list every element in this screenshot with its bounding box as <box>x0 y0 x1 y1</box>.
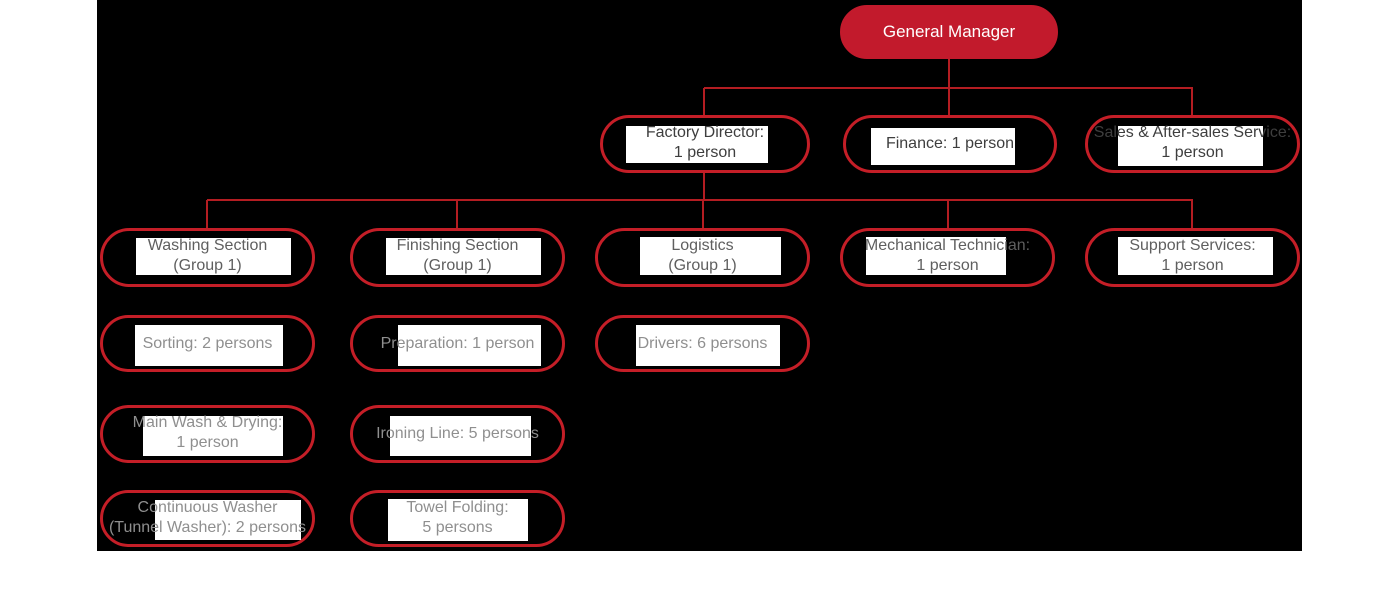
connector-line <box>702 200 704 228</box>
label-highlight <box>136 238 291 275</box>
node-mechanical-technician: Mechanical Technician: 1 person <box>840 228 1055 287</box>
node-label: Finance: 1 person <box>801 134 1099 154</box>
node-label: Support Services: 1 person <box>1043 236 1342 276</box>
label-line-1: Finance: 1 person <box>885 135 1015 152</box>
node-support-services: Support Services: 1 person <box>1085 228 1300 287</box>
label-line-1: Logistics <box>671 237 734 254</box>
label-highlight <box>866 237 1006 275</box>
connector-line <box>703 88 705 115</box>
label-highlight <box>155 500 301 540</box>
label-line-2: (Group 1) <box>173 257 242 274</box>
node-label: Ironing Line: 5 persons <box>308 424 607 444</box>
label-line-2: (Group 1) <box>423 257 492 274</box>
label-line-1: Finishing Section <box>396 237 519 254</box>
node-label: Factory Director: 1 person <box>558 123 852 163</box>
label-highlight <box>398 325 541 366</box>
label-line-1: Continuous Washer <box>137 499 278 516</box>
node-sorting: Sorting: 2 persons <box>100 315 315 372</box>
label-highlight <box>143 416 283 456</box>
connector-line <box>1191 200 1193 228</box>
label-highlight <box>135 325 283 366</box>
node-towel-folding: Towel Folding: 5 persons <box>350 490 565 547</box>
label-highlight <box>640 237 781 275</box>
label-line-1: Preparation: 1 person <box>380 334 535 352</box>
label-line-1: Towel Folding: <box>406 499 509 516</box>
node-label: Preparation: 1 person <box>308 334 607 354</box>
node-label: Mechanical Technician: 1 person <box>798 236 1097 276</box>
node-label: General Manager <box>882 22 1016 41</box>
node-label: Towel Folding: 5 persons <box>308 498 607 538</box>
label-highlight <box>626 126 768 163</box>
label-highlight <box>390 416 531 456</box>
node-finishing-section: Finishing Section (Group 1) <box>350 228 565 287</box>
node-ironing-line: Ironing Line: 5 persons <box>350 405 565 463</box>
label-line-2: 5 persons <box>422 519 493 536</box>
connector-line <box>703 173 705 200</box>
node-label: Drivers: 6 persons <box>553 334 852 354</box>
node-general-manager: General Manager <box>840 5 1058 59</box>
label-highlight <box>871 128 1015 165</box>
label-line-2: 1 person <box>673 144 737 161</box>
node-logistics: Logistics (Group 1) <box>595 228 810 287</box>
label-highlight <box>386 238 541 275</box>
node-label: Finishing Section (Group 1) <box>308 236 607 276</box>
label-line-2: 1 person <box>176 434 239 451</box>
label-line-1: Factory Director: <box>645 124 765 141</box>
connector-line <box>206 200 208 228</box>
node-drivers: Drivers: 6 persons <box>595 315 810 372</box>
label-line-2: 1 person <box>1161 144 1224 161</box>
label-line-1: Sorting: 2 persons <box>142 334 273 352</box>
node-finance: Finance: 1 person <box>843 115 1057 173</box>
label-line-1: Main Wash & Drying: <box>132 414 283 431</box>
connector-line <box>948 57 950 88</box>
connector-line <box>1191 88 1193 115</box>
node-label: Washing Section (Group 1) <box>58 236 357 276</box>
label-line-1: Washing Section <box>147 237 268 254</box>
node-washing-section: Washing Section (Group 1) <box>100 228 315 287</box>
node-label: Continuous Washer (Tunnel Washer): 2 per… <box>58 498 357 538</box>
label-line-2: (Tunnel Washer): 2 persons <box>108 519 307 536</box>
node-label: Sorting: 2 persons <box>58 334 357 354</box>
node-factory-director: Factory Director: 1 person <box>600 115 810 173</box>
diagram-canvas: General Manager Factory Director: 1 pers… <box>97 0 1302 551</box>
node-preparation: Preparation: 1 person <box>350 315 565 372</box>
node-label: Sales & After-sales Service: 1 person <box>1043 123 1342 163</box>
label-highlight <box>1118 237 1273 275</box>
label-highlight <box>636 325 780 366</box>
node-main-wash-drying: Main Wash & Drying: 1 person <box>100 405 315 463</box>
label-line-2: 1 person <box>1161 257 1224 274</box>
label-line-1: Ironing Line: 5 persons <box>376 425 539 442</box>
label-line-1: Support Services: <box>1129 237 1256 254</box>
label-line-1: Mechanical Technician: <box>864 237 1031 254</box>
label-highlight <box>388 499 528 541</box>
label-line-2: (Group 1) <box>668 257 737 274</box>
node-label: Logistics (Group 1) <box>553 236 852 276</box>
node-label: Main Wash & Drying: 1 person <box>58 413 357 453</box>
connector-line <box>947 200 949 228</box>
label-line-1: Sales & After-sales Service: <box>1093 124 1292 141</box>
node-continuous-washer: Continuous Washer (Tunnel Washer): 2 per… <box>100 490 315 547</box>
connector-line <box>456 200 458 228</box>
connector-line <box>207 199 1193 201</box>
label-line-1: Drivers: 6 persons <box>637 334 768 352</box>
node-sales-after-sales-service: Sales & After-sales Service: 1 person <box>1085 115 1300 173</box>
label-line-2: 1 person <box>916 257 979 274</box>
label-highlight <box>1118 126 1263 166</box>
connector-line <box>948 88 950 115</box>
